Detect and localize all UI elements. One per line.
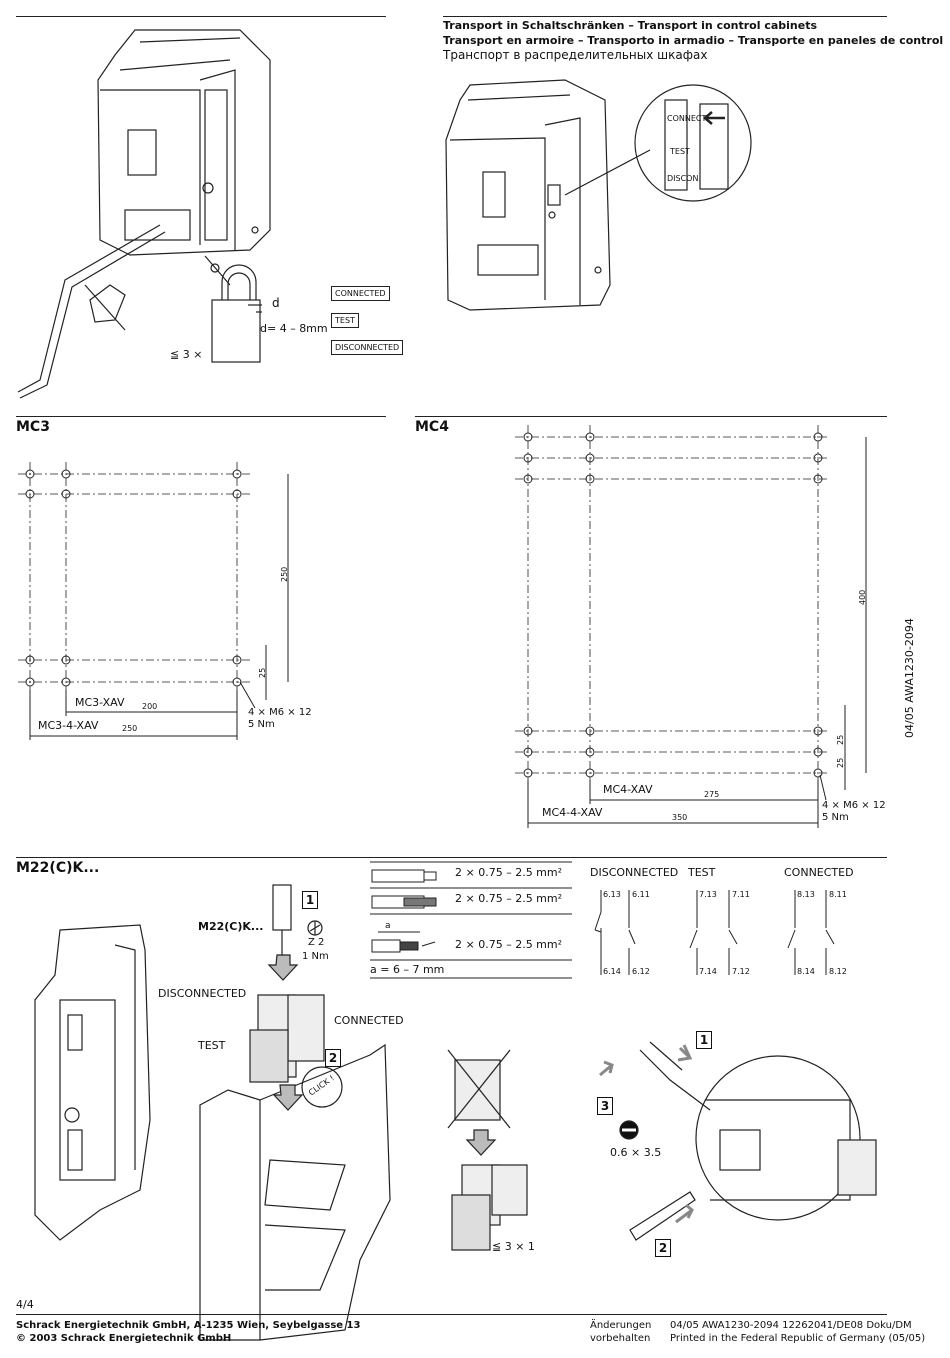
mc4-rule — [415, 416, 887, 417]
terminal-7-13: 7.13 — [699, 890, 717, 899]
mc3-hole-pattern — [18, 462, 289, 740]
mc3-title: MC3 — [16, 419, 50, 435]
terminal-6-13: 6.13 — [603, 890, 621, 899]
mc3-rule — [16, 416, 386, 417]
position-test-box: TEST — [331, 313, 359, 328]
m22-title: M22(C)K... — [16, 860, 100, 876]
release-detail-drawing — [599, 1041, 877, 1241]
position-disconnected-box: DISCONNECTED — [331, 340, 404, 355]
terminal-7-12: 7.12 — [732, 967, 750, 976]
transport-heading-line-2: Transport en armoire – Transporto in arm… — [443, 34, 944, 47]
prohibited-hand-drawing — [84, 284, 126, 331]
wire-strip-illustrations — [370, 861, 572, 979]
contacts-connected-title: CONNECTED — [784, 866, 854, 879]
wire-row-3: 2 × 0.75 – 2.5 mm² — [455, 938, 563, 951]
mc3-dim-small: 25 — [258, 667, 267, 678]
mc4-xav-label: MC4-XAV — [603, 783, 653, 796]
terminal-8-14: 8.14 — [797, 967, 815, 976]
step-3-badge: 3 — [597, 1097, 613, 1115]
breaker-side-view — [34, 924, 151, 1241]
mc3-xav-dim: 200 — [142, 702, 158, 711]
strip-label: a — [385, 921, 391, 931]
stack-count: ≦ 3 × 1 — [492, 1240, 535, 1253]
aux-contact-insertion — [199, 884, 391, 1341]
lock-count: ≦ 3 × — [170, 348, 203, 361]
footer-copyright: © 2003 Schrack Energietechnik GmbH — [16, 1333, 232, 1344]
crank-handle-drawing — [17, 224, 166, 399]
terminal-7-11: 7.11 — [732, 890, 750, 899]
label-connected: CONNECTED — [334, 1014, 404, 1027]
mc4-title: MC4 — [415, 419, 449, 435]
tool-label: Z 2 — [308, 937, 325, 948]
step-1-badge: 1 — [302, 891, 318, 909]
transport-heading-line-1: Transport in Schaltschränken – Transport… — [443, 19, 817, 32]
breaker-illustration-top-left — [97, 29, 271, 273]
label-disconnected: DISCONNECTED — [158, 987, 247, 1000]
tool-torque: 1 Nm — [302, 951, 329, 962]
footer-changes-2: vorbehalten — [590, 1333, 651, 1344]
contacts-disconnected-title: DISCONNECTED — [590, 866, 679, 879]
mc4-4xav-label: MC4-4-XAV — [542, 806, 603, 819]
mc4-dim-small-2: 25 — [836, 757, 845, 768]
step-1-badge-right: 1 — [696, 1031, 712, 1049]
lock-d-label: d — [272, 296, 280, 310]
wire-row-1: 2 × 0.75 – 2.5 mm² — [455, 866, 563, 879]
terminal-6-12: 6.12 — [632, 967, 650, 976]
transport-heading-line-3: Транспорт в распределительных шкафах — [443, 48, 708, 62]
mc4-dim-small-1: 25 — [836, 734, 845, 745]
terminal-7-14: 7.14 — [699, 967, 717, 976]
callout-connect: CONNECT. — [667, 114, 708, 123]
step-2-badge-left: 2 — [325, 1049, 341, 1067]
footer-changes-1: Änderungen — [590, 1320, 652, 1331]
lock-d-range: d= 4 – 8mm — [260, 322, 328, 335]
position-connected-box: CONNECTED — [331, 286, 390, 301]
mc4-torque: 5 Nm — [822, 812, 849, 823]
callout-test: TEST — [670, 147, 690, 156]
footer-printed: Printed in the Federal Republic of Germa… — [670, 1333, 926, 1344]
terminal-6-14: 6.14 — [603, 967, 621, 976]
callout-discon: DISCON. — [667, 174, 702, 183]
mc3-xav-label: MC3-XAV — [75, 696, 125, 709]
contacts-test-title: TEST — [688, 866, 716, 879]
screwdriver-size: 0.6 × 3.5 — [610, 1146, 662, 1159]
terminal-8-11: 8.11 — [829, 890, 847, 899]
mc3-torque: 5 Nm — [248, 719, 275, 730]
footer-doc-code: 04/05 AWA1230-2094 12262041/DE08 Doku/DM — [670, 1320, 912, 1331]
terminal-8-13: 8.13 — [797, 890, 815, 899]
strip-length: a = 6 – 7 mm — [370, 963, 445, 976]
terminal-6-11: 6.11 — [632, 890, 650, 899]
mc3-dim-height: 250 — [280, 566, 289, 582]
mc3-4xav-label: MC3-4-XAV — [38, 719, 99, 732]
m22-rule — [16, 857, 887, 858]
contact-schematics — [594, 890, 835, 975]
m22-part-label: M22(C)K... — [198, 920, 264, 933]
terminal-8-12: 8.12 — [829, 967, 847, 976]
step-2-badge-right: 2 — [655, 1239, 671, 1257]
breaker-illustration-top-right — [445, 79, 752, 311]
side-document-code: 04/05 AWA1230-2094 — [903, 618, 916, 738]
page-number: 4/4 — [16, 1298, 34, 1311]
top-left-rule — [16, 16, 386, 17]
mc4-4xav-dim: 350 — [672, 813, 688, 822]
crossed-contact-and-stack — [447, 1049, 528, 1251]
top-right-rule — [443, 16, 887, 17]
footer-company: Schrack Energietechnik GmbH, A-1235 Wien… — [16, 1320, 361, 1331]
footer-rule — [16, 1314, 887, 1315]
mc3-4xav-dim: 250 — [122, 724, 138, 733]
mc4-dim-height: 400 — [858, 589, 867, 605]
label-test: TEST — [198, 1039, 226, 1052]
padlock-drawing — [204, 255, 262, 363]
mc4-hole-pattern — [515, 425, 867, 828]
mc4-xav-dim: 275 — [704, 790, 720, 799]
wire-row-2: 2 × 0.75 – 2.5 mm² — [455, 892, 563, 905]
mc3-screw-spec: 4 × M6 × 12 — [248, 707, 312, 718]
mc4-screw-spec: 4 × M6 × 12 — [822, 800, 886, 811]
